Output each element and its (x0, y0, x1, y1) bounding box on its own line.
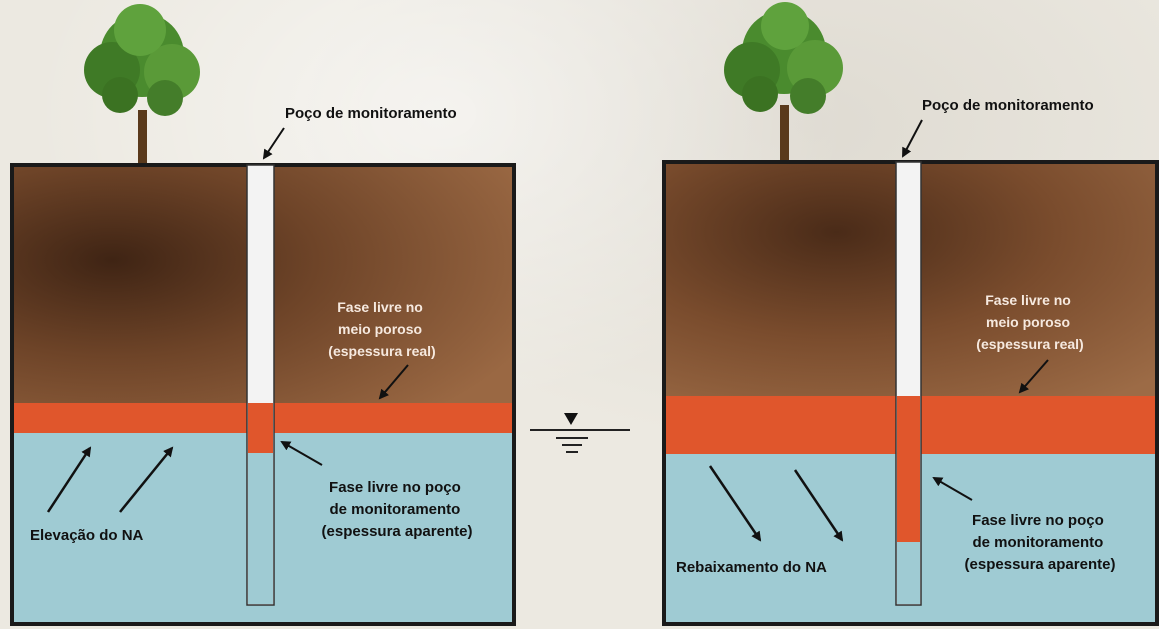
tree-icon (724, 2, 843, 160)
well-title-arrow (262, 127, 285, 160)
tree-icon (84, 4, 200, 165)
soil-free-phase-label: Fase livre no meio poroso (espessura rea… (976, 292, 1083, 352)
well-label-arrow (932, 476, 973, 501)
well-free-phase (248, 403, 273, 453)
water-rise-arrow-2 (119, 446, 174, 513)
well-title-label: Poço de monitoramento (285, 105, 457, 122)
water-table-label: Rebaixamento do NA (676, 559, 827, 576)
water-drop-arrow-2 (793, 469, 844, 542)
water-rise-arrow-1 (46, 446, 92, 513)
soil-label-arrow (378, 364, 409, 400)
well-free-phase-label: Fase livre no poço de monitoramento (esp… (965, 512, 1116, 573)
water-table-label: Elevação do NA (30, 527, 144, 544)
water-drop-arrow-1 (708, 465, 762, 542)
right-panel: Poço de monitoramento Fase livre no meio… (662, 2, 1159, 626)
well-title-label: Poço de monitoramento (922, 97, 1094, 114)
soil-label-arrow (1018, 359, 1049, 394)
soil-free-phase-label: Fase livre no meio poroso (espessura rea… (328, 299, 435, 359)
well-free-phase (897, 396, 920, 542)
well-title-arrow (902, 119, 923, 158)
well-label-arrow (280, 441, 323, 466)
water-table-triangle-icon (530, 413, 630, 453)
well-water (897, 542, 920, 604)
well-water (248, 453, 273, 604)
well-free-phase-label: Fase livre no poço de monitoramento (esp… (322, 479, 473, 540)
left-panel: Poço de monitoramento Fase livre no meio… (10, 4, 516, 626)
